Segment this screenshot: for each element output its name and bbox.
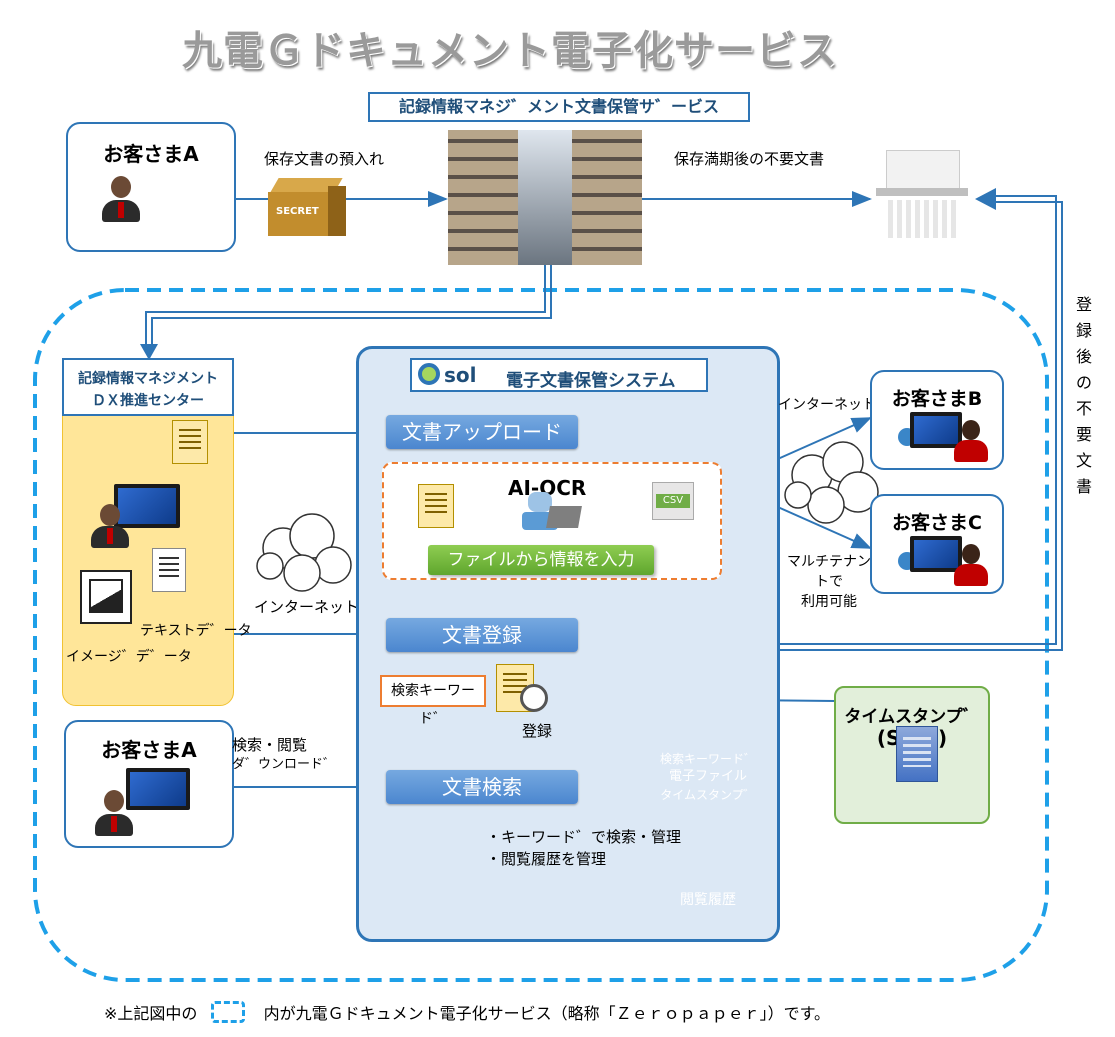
vertical-label-char: 登 [1075, 295, 1092, 314]
document-icon [172, 420, 208, 464]
db1-line3: タイムスタンプ゛ [660, 788, 756, 802]
customer-a-bottom-box: お客さまA [64, 720, 234, 848]
vertical-label-char: 書 [1075, 477, 1092, 496]
multitenant-line2: 利用可能 [801, 594, 857, 610]
multitenant-line1: マルチテナントで [787, 554, 871, 590]
customer-c-arrow [760, 493, 872, 549]
dx-center-title: 記録情報マネジメント ＤＸ推進センター [62, 358, 234, 416]
register-label: 登録 [522, 722, 553, 740]
customer-pc-icon [90, 762, 200, 840]
dx-center-line2: ＤＸ推進センター [92, 393, 204, 409]
secret-label: SECRET [276, 206, 319, 217]
page-title: 九電Ｇドキュメント電子化サービス [182, 28, 838, 74]
dashed-boundary-icon [210, 1001, 245, 1023]
internet-left-label: インターネット [254, 598, 360, 616]
storage-service-label: 記録情報マネジ゛メント文書保管サ゛ービス [368, 92, 750, 122]
text-data-label: テキストデ゛ータ [140, 623, 252, 639]
customer-a-bottom-label: お客さまA [101, 738, 197, 762]
system-title-box: sol 電子文書保管システム [410, 358, 708, 392]
footer-before: ※上記図中の [104, 1004, 198, 1023]
storage-to-dx-arrow [145, 265, 546, 352]
secret-box-icon: SECRET [268, 178, 346, 238]
history-database-label: 閲覧履歴 [680, 892, 736, 908]
image-document-icon [80, 570, 132, 624]
vertical-label-char: 文 [1075, 451, 1092, 470]
document-register-button[interactable]: 文書登録 [386, 618, 578, 652]
search-view-label: 検索・閲覧 ダ゛ウンロード゛ [232, 735, 336, 775]
customer-b-arrow [760, 417, 872, 473]
system-title: 電子文書保管システム [506, 371, 676, 391]
clock-icon [520, 684, 548, 712]
customer-pc-icon [898, 536, 988, 590]
search-feature-item: ・キーワード゛で検索・管理 [486, 828, 682, 846]
keyword-file-database: 検索キーワード゛ 電子ファイル タイムスタンプ゛ [656, 750, 760, 804]
search-feature-item: ・閲覧履歴を管理 [486, 850, 607, 868]
timestamp-authority-box: タイムスタンプ゛局 (SE O) [834, 686, 990, 824]
ocr-input-label: ファイルから情報を入力 [428, 545, 654, 575]
db1-line2: 電子ファイル [668, 769, 747, 784]
building-icon [896, 726, 938, 782]
disposal-vertical-label: 登録後の不要文書 [1074, 292, 1094, 500]
document-upload-button[interactable]: 文書アップロード [386, 415, 578, 449]
db1-line1: 検索キーワード゛ [659, 752, 756, 766]
internet-right-label: インターネット [778, 397, 876, 413]
system-logo-text: sol [444, 363, 477, 387]
person-icon [98, 174, 148, 234]
customer-pc-icon [898, 412, 988, 466]
footer-note: ※上記図中の 内が九電Ｇドキュメント電子化サービス（略称「Ｚｅｒｏｐａｐｅｒ」）… [104, 1000, 830, 1024]
customer-a-label: お客さまA [103, 142, 199, 166]
vertical-label-char: 要 [1075, 425, 1092, 444]
ai-robot-icon [518, 492, 582, 536]
cloud-icon [256, 513, 352, 592]
search-view-line2: ダ゛ウンロード゛ [232, 757, 337, 772]
csv-label: CSV [656, 494, 690, 508]
document-search-button[interactable]: 文書検索 [386, 770, 578, 804]
customer-c-box: お客さまC [870, 494, 1004, 594]
text-document-icon [152, 548, 186, 592]
shredder-icon [876, 150, 968, 240]
disposal-label: 保存満期後の不要文書 [674, 150, 825, 168]
multitenant-label: マルチテナントで 利用可能 [784, 552, 874, 612]
cloud-icon [784, 441, 879, 524]
vertical-label-char: の [1075, 373, 1092, 392]
deposit-label: 保存文書の預入れ [264, 150, 385, 168]
vertical-label-char: 後 [1075, 347, 1092, 366]
customer-b-box: お客さまB [870, 370, 1004, 470]
customer-b-label: お客さまB [891, 388, 983, 410]
footer-after: 内が九電Ｇドキュメント電子化サービス（略称「Ｚｅｒｏｐａｐｅｒ」）です。 [263, 1004, 831, 1023]
image-data-label: イメージ゛デ゛ータ [66, 649, 192, 665]
vertical-label-char: 不 [1075, 399, 1092, 418]
dx-center-line1: 記録情報マネジメント [78, 371, 218, 387]
search-features-list: ・キーワード゛で検索・管理 ・閲覧履歴を管理 [486, 826, 681, 870]
warehouse-photo [448, 130, 642, 265]
document-icon [418, 484, 454, 528]
dx-center-panel [62, 360, 234, 706]
registered-to-disposal-arrow [780, 195, 1057, 645]
search-view-line1: 検索・閲覧 [232, 736, 308, 754]
customer-c-label: お客さまC [892, 512, 982, 534]
vertical-label-char: 録 [1075, 321, 1092, 340]
search-keyword-tag: 検索キーワード゛ [380, 675, 486, 727]
csv-file-icon: CSV [652, 482, 694, 520]
qsol-logo-icon [418, 363, 440, 385]
customer-a-box: お客さまA [66, 122, 236, 252]
operator-pc-icon [91, 482, 186, 552]
